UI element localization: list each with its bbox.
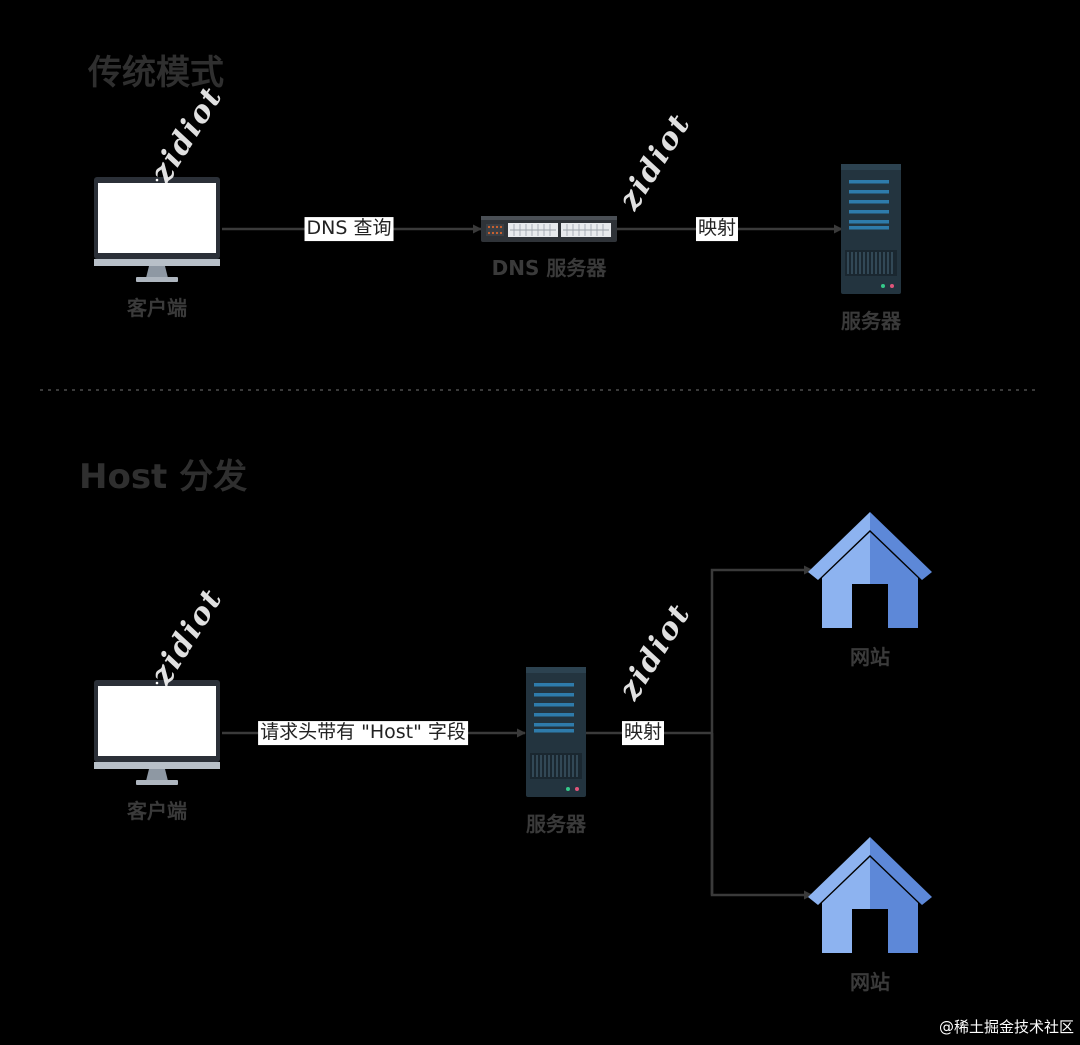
source-credit: @稀土掘金技术社区	[938, 1018, 1074, 1036]
edge-to-site-2	[710, 733, 813, 900]
server-caption: 服务器	[841, 309, 901, 333]
network-switch-icon	[481, 216, 617, 242]
server-icon	[526, 667, 586, 797]
server-icon	[841, 164, 901, 294]
client-caption: 客户端	[127, 296, 187, 320]
website-caption: 网站	[850, 970, 890, 994]
client-monitor-icon	[94, 177, 220, 282]
section-title-traditional: 传统模式	[88, 53, 224, 93]
edge-label-mapping: 映射	[695, 217, 739, 241]
edge-label-dns-query: DNS 查询	[304, 217, 394, 241]
edge-to-site-1	[710, 565, 813, 895]
client-monitor-icon	[94, 680, 220, 785]
server-caption: 服务器	[526, 812, 586, 836]
client-caption: 客户端	[127, 799, 187, 823]
website-house-icon	[808, 837, 932, 953]
edge-label-host-header: 请求头带有 "Host" 字段	[258, 721, 468, 745]
website-caption: 网站	[850, 645, 890, 669]
section-title-host: Host 分发	[79, 457, 248, 497]
dns-server-caption: DNS 服务器	[491, 256, 607, 280]
website-house-icon	[808, 512, 932, 628]
edge-label-mapping: 映射	[621, 721, 665, 745]
